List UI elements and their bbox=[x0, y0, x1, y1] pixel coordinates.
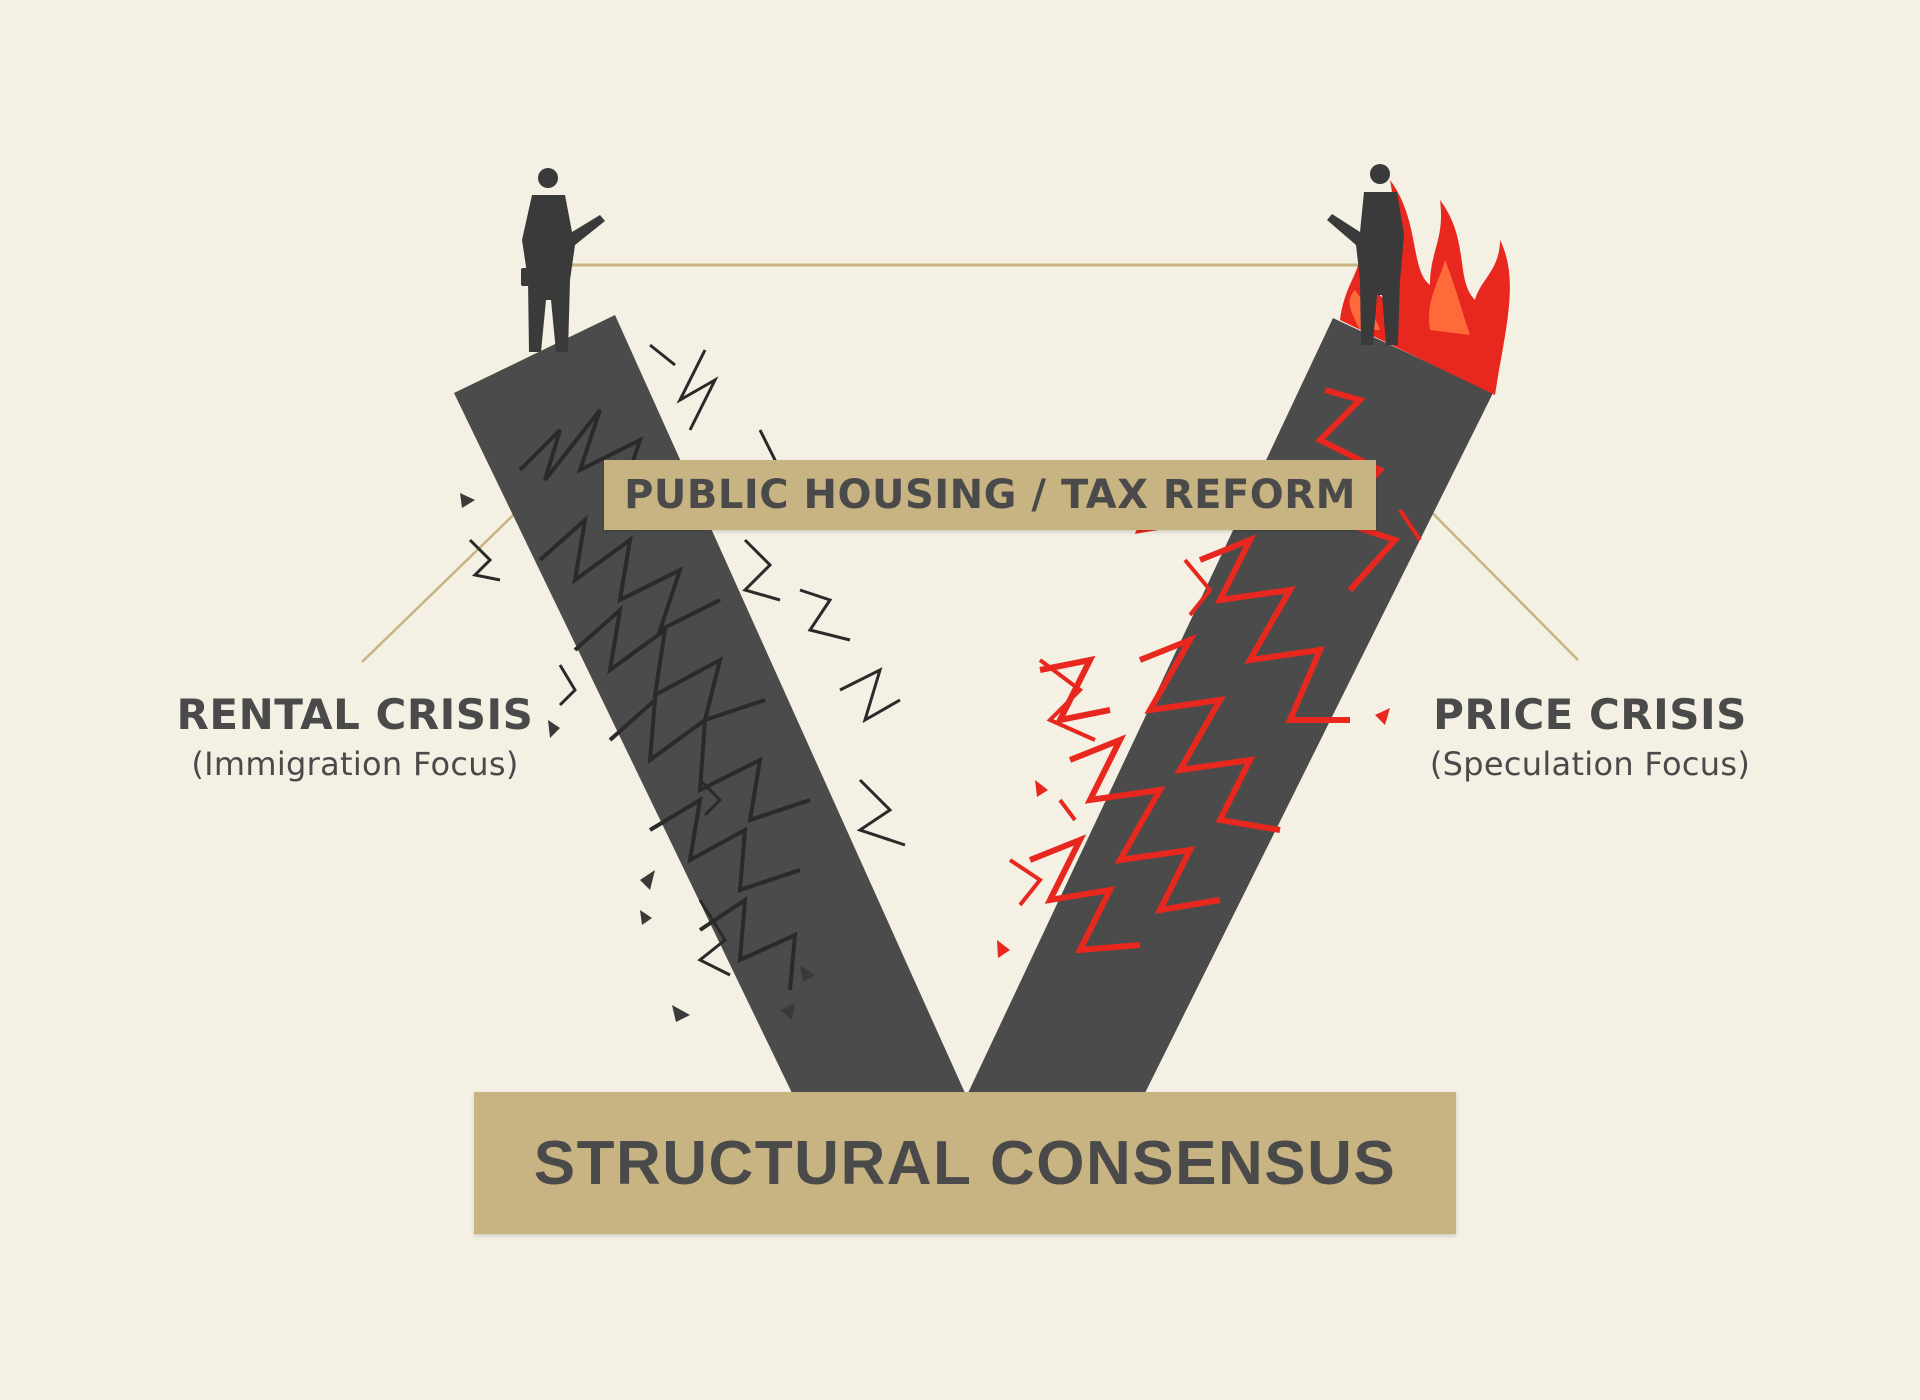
person-silhouette-left bbox=[521, 168, 605, 352]
left-side-title: RENTAL CRISIS bbox=[176, 690, 534, 739]
base-foundation-label: STRUCTURAL CONSENSUS bbox=[474, 1092, 1456, 1234]
right-red-shards bbox=[997, 708, 1390, 958]
left-shards bbox=[460, 493, 815, 1022]
left-debris bbox=[468, 343, 906, 977]
right-side-title: PRICE CRISIS bbox=[1433, 690, 1747, 739]
center-crossbar-text: PUBLIC HOUSING / TAX REFORM bbox=[624, 472, 1356, 518]
center-crossbar-label: PUBLIC HOUSING / TAX REFORM bbox=[604, 460, 1376, 530]
base-foundation-text: STRUCTURAL CONSENSUS bbox=[533, 1128, 1397, 1198]
person-silhouette-right bbox=[1327, 164, 1404, 345]
left-cracks bbox=[518, 408, 811, 991]
right-side-subtitle: (Speculation Focus) bbox=[1429, 745, 1751, 783]
left-side-subtitle: (Immigration Focus) bbox=[191, 745, 519, 783]
right-side-label: PRICE CRISIS (Speculation Focus) bbox=[1385, 690, 1795, 783]
right-cracks bbox=[1028, 387, 1401, 954]
left-side-label: RENTAL CRISIS (Immigration Focus) bbox=[150, 690, 560, 783]
right-red-debris bbox=[1008, 508, 1422, 907]
